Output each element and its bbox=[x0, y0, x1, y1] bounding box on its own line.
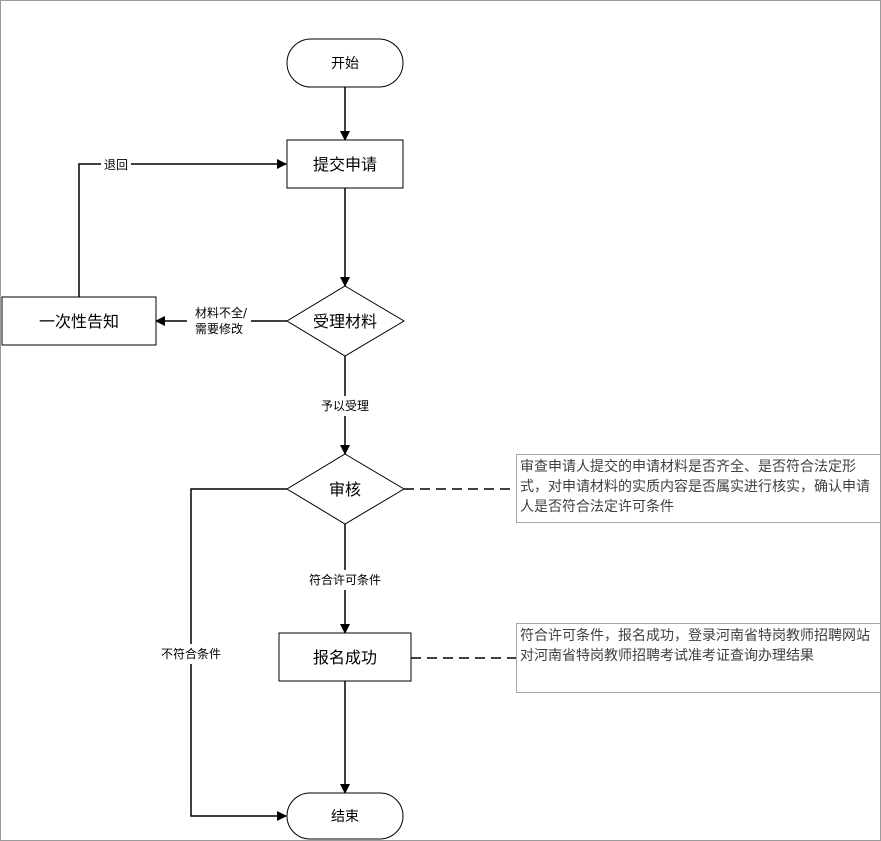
node-end bbox=[286, 792, 404, 840]
node-start bbox=[286, 38, 404, 88]
review-note: 审查申请人提交的申请材料是否齐全、是否符合法定形式，对申请材料的实质内容是否属实… bbox=[516, 454, 880, 523]
edge-label-incomplete-2: 需要修改 bbox=[195, 321, 243, 336]
edge-label-return: 退回 bbox=[104, 158, 128, 172]
node-accept-label: 受理材料 bbox=[313, 312, 377, 331]
edge-label-accepted: 予以受理 bbox=[321, 399, 369, 413]
node-success-label: 报名成功 bbox=[313, 648, 377, 667]
node-notify-label: 一次性告知 bbox=[39, 312, 119, 331]
edge-label-qualified: 符合许可条件 bbox=[309, 572, 381, 587]
success-note: 符合许可条件，报名成功，登录河南省特岗教师招聘网站对河南省特岗教师招聘考试准考证… bbox=[516, 623, 880, 693]
node-review-label: 审核 bbox=[329, 480, 361, 499]
node-notify bbox=[1, 296, 157, 346]
edge-label-not-qualified: 不符合条件 bbox=[161, 646, 221, 661]
node-submit-label: 提交申请 bbox=[313, 155, 377, 174]
edge-notify-submit bbox=[78, 159, 287, 297]
node-submit bbox=[286, 139, 404, 189]
node-end-label: 结束 bbox=[331, 809, 359, 825]
node-start-label: 开始 bbox=[331, 56, 359, 72]
node-review bbox=[286, 453, 405, 525]
node-accept bbox=[286, 285, 405, 357]
edge-label-incomplete-1: 材料不全/ bbox=[195, 305, 248, 320]
node-success bbox=[278, 632, 412, 682]
